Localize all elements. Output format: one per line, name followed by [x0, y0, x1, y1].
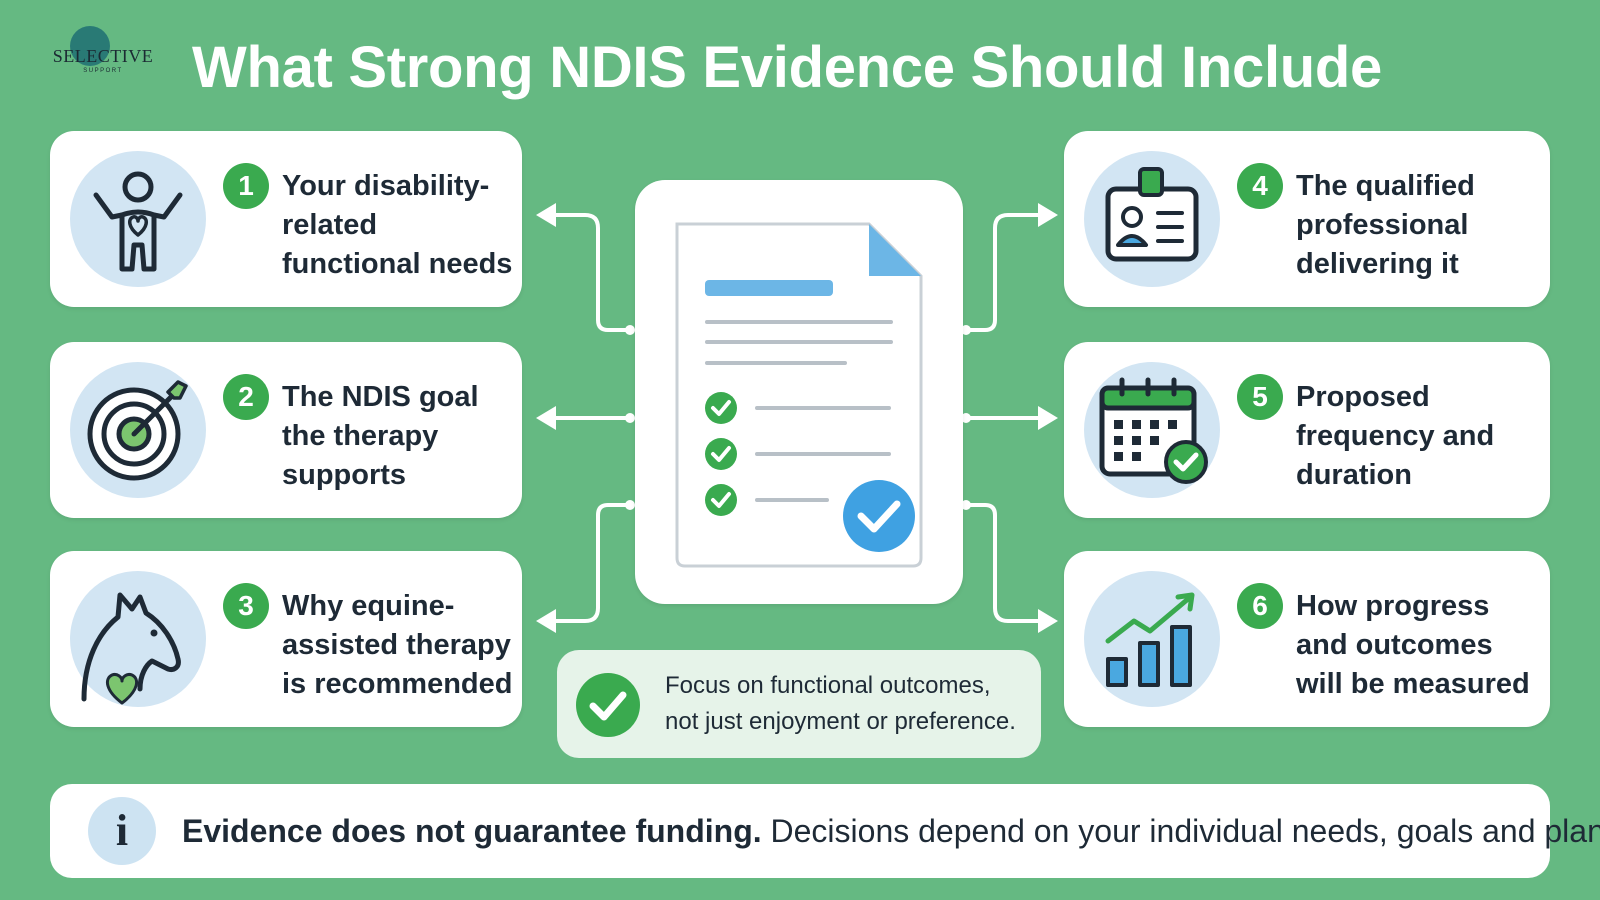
evidence-item-1: 1 Your disability-related functional nee…: [50, 131, 522, 307]
item-number-badge: 1: [223, 163, 269, 209]
page-title: What Strong NDIS Evidence Should Include: [192, 35, 1382, 100]
evidence-item-4: 4 The qualified professional delivering …: [1064, 131, 1550, 307]
horse-heart-icon: [70, 571, 206, 707]
evidence-item-6: 6 How progress and outcomes will be meas…: [1064, 551, 1550, 727]
item-number-badge: 4: [1237, 163, 1283, 209]
item-text: Why equine-assisted therapy is recommend…: [282, 590, 513, 700]
item-number-badge: 3: [223, 583, 269, 629]
disclaimer-rest: Decisions depend on your individual need…: [770, 813, 1600, 849]
disclaimer-banner: i Evidence does not guarantee funding. D…: [50, 784, 1600, 878]
item-text: The NDIS goal the therapy supports: [282, 381, 479, 491]
brand-tagline: SUPPORT: [83, 68, 123, 74]
logo-mark: [70, 26, 110, 66]
document-checklist-icon: [675, 222, 923, 568]
brand-logo: SELECTIVE SUPPORT: [48, 26, 158, 82]
item-number-badge: 5: [1237, 374, 1283, 420]
arrow-to-item-1: [536, 203, 630, 332]
info-icon: i: [88, 797, 156, 865]
item-text: How progress and outcomes will be measur…: [1296, 590, 1530, 700]
item-number-badge: 6: [1237, 583, 1283, 629]
calendar-check-icon: [1084, 362, 1220, 498]
disclaimer-text: Evidence does not guarantee funding. Dec…: [182, 812, 1600, 850]
focus-text: Focus on functional outcomes, not just e…: [665, 668, 1035, 740]
evidence-item-5: 5 Proposed frequency and duration: [1064, 342, 1550, 518]
check-circle-icon: [576, 673, 640, 737]
arrow-to-item-4: [966, 203, 1058, 332]
brand-name: SELECTIVE: [52, 46, 154, 66]
item-text: Proposed frequency and duration: [1296, 381, 1495, 491]
focus-line-2: not just enjoyment or preference.: [665, 708, 1016, 735]
item-text: The qualified professional delivering it: [1296, 170, 1475, 280]
arrow-to-item-3: [536, 503, 630, 633]
evidence-item-3: 3 Why equine-assisted therapy is recomme…: [50, 551, 522, 727]
evidence-item-2: 2 The NDIS goal the therapy supports: [50, 342, 522, 518]
id-badge-icon: [1084, 151, 1220, 287]
item-text: Your disability-related functional needs: [282, 170, 513, 280]
focus-note: Focus on functional outcomes, not just e…: [557, 650, 1041, 758]
item-number-badge: 2: [223, 374, 269, 420]
disclaimer-bold: Evidence does not guarantee funding.: [182, 813, 762, 849]
bar-chart-growth-icon: [1084, 571, 1220, 707]
person-heart-icon: [70, 151, 206, 287]
evidence-document-card: [635, 180, 963, 604]
focus-line-1: Focus on functional outcomes,: [665, 672, 991, 699]
target-arrow-icon: [70, 362, 206, 498]
arrow-to-item-6: [966, 503, 1058, 633]
